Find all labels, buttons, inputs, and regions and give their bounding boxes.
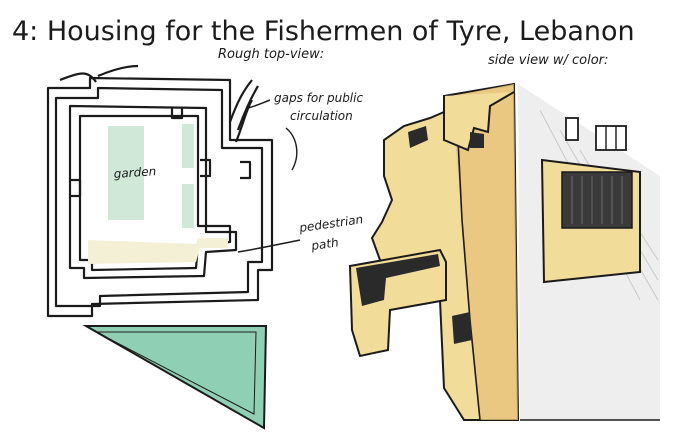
ground-triangle (82, 325, 268, 430)
tower-edge (455, 99, 481, 421)
garden-rect (108, 126, 144, 220)
left-balcony-shadow (356, 254, 440, 306)
garden-strip-lower (182, 184, 194, 228)
side-view-label: side view w/ color: (488, 53, 608, 68)
gaps-label-line2: circulation (290, 109, 353, 123)
gaps-leader-line (247, 99, 271, 109)
gaps-label-line1: gaps for public (274, 91, 363, 105)
ground-triangle-inner (95, 331, 257, 415)
upper-window-2 (595, 125, 627, 151)
left-notch-shadow (408, 126, 428, 148)
sheet-title: 4: Housing for the Fishermen of Tyre, Le… (12, 16, 635, 47)
top-view-plan (46, 64, 274, 318)
window-pane (561, 171, 633, 229)
upper-window-2-mullions (605, 126, 617, 150)
lower-opening-shadow (452, 312, 472, 344)
tower-shade (452, 84, 518, 420)
pedestrian-label-line1: pedestrian (297, 212, 364, 235)
top-view-label: Rough top-view: (218, 47, 324, 62)
pedestrian-path-fill (88, 238, 228, 264)
garden-strip-upper (182, 124, 194, 168)
garden-label: garden (113, 164, 156, 181)
tower-parapet (443, 91, 515, 152)
pedestrian-label-line2: path (309, 235, 339, 253)
pedestrian-leader-line (237, 239, 301, 253)
window-hatch (571, 176, 623, 224)
upper-window-1 (565, 117, 579, 141)
parapet-shadow (470, 132, 484, 148)
gaps-brace (285, 127, 298, 171)
